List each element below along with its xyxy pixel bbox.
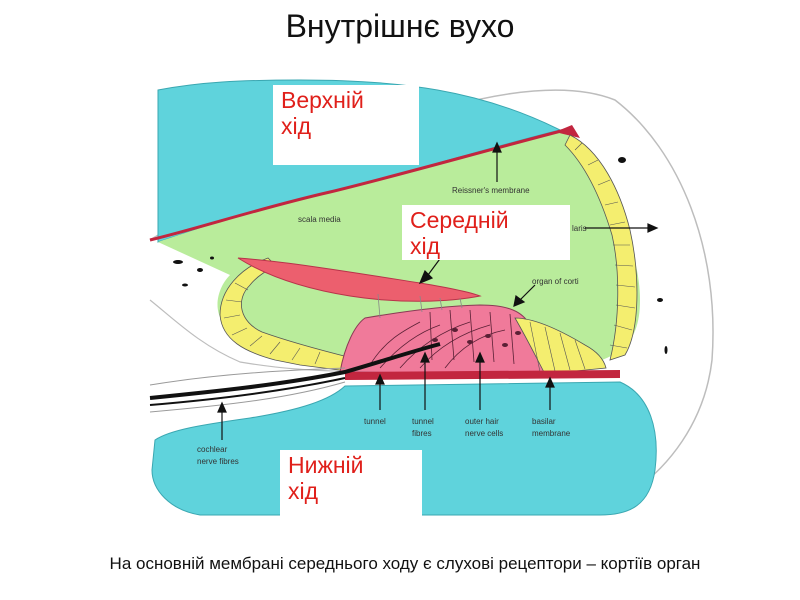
upper-duct-line-1: Верхній (281, 87, 364, 113)
sulcus-cell-lines (223, 282, 321, 365)
limbus-outline (149, 299, 356, 373)
stereocilia (377, 293, 463, 319)
label-scala-media: scala media (298, 215, 341, 224)
label-reissner: Reissner's membrane (452, 186, 530, 195)
stria-cell-lines (574, 142, 636, 349)
lower-duct-line-2: хід (288, 478, 319, 504)
label-tunnel: tunnel (364, 417, 386, 426)
label-tunnel-fibres-1: tunnel (412, 417, 434, 426)
upper-duct-line-2: хід (281, 113, 312, 139)
label-organ-corti: organ of corti (532, 277, 579, 286)
lower-duct-line-1: Нижній (288, 452, 364, 478)
scala-media (158, 130, 640, 372)
label-outer-hair-1: outer hair (465, 417, 499, 426)
basilar-membrane (345, 370, 620, 380)
sulcus-cells (219, 257, 356, 373)
middle-duct-line-2: хід (410, 233, 441, 259)
stria-cells (564, 134, 638, 361)
label-basilar-1: basilar (532, 417, 556, 426)
tectorial-membrane (237, 257, 482, 302)
label-outer-hair-2: nerve cells (465, 429, 503, 438)
hensen-cell-lines (529, 321, 586, 373)
reissners-membrane (149, 128, 576, 242)
label-cochlear-1: cochlear (197, 445, 228, 454)
membrane-tip (555, 125, 580, 138)
pointer-arrows (217, 141, 659, 440)
label-stria: laris (572, 224, 587, 233)
label-cochlear-2: nerve fibres (197, 457, 239, 466)
middle-duct-label: Середній хід (402, 205, 570, 260)
label-tunnel-fibres-2: fibres (412, 429, 432, 438)
caption-text: На основній мембрані середнього ходу є с… (109, 554, 701, 573)
upper-duct-label: Верхній хід (273, 85, 419, 165)
nerve-fibre-2 (149, 377, 346, 406)
middle-duct-line-1: Середній (410, 207, 509, 233)
label-basilar-2: membrane (532, 429, 571, 438)
page-title: Внутрішнє вухо (285, 8, 515, 44)
lower-duct-label: Нижній хід (280, 450, 422, 518)
hair-cell-nuclei (432, 328, 521, 347)
spiral-lamina (149, 367, 346, 413)
cochlear-nerve-fibres (149, 342, 441, 400)
bone-specks (173, 157, 668, 354)
scala-tympani (151, 381, 657, 516)
